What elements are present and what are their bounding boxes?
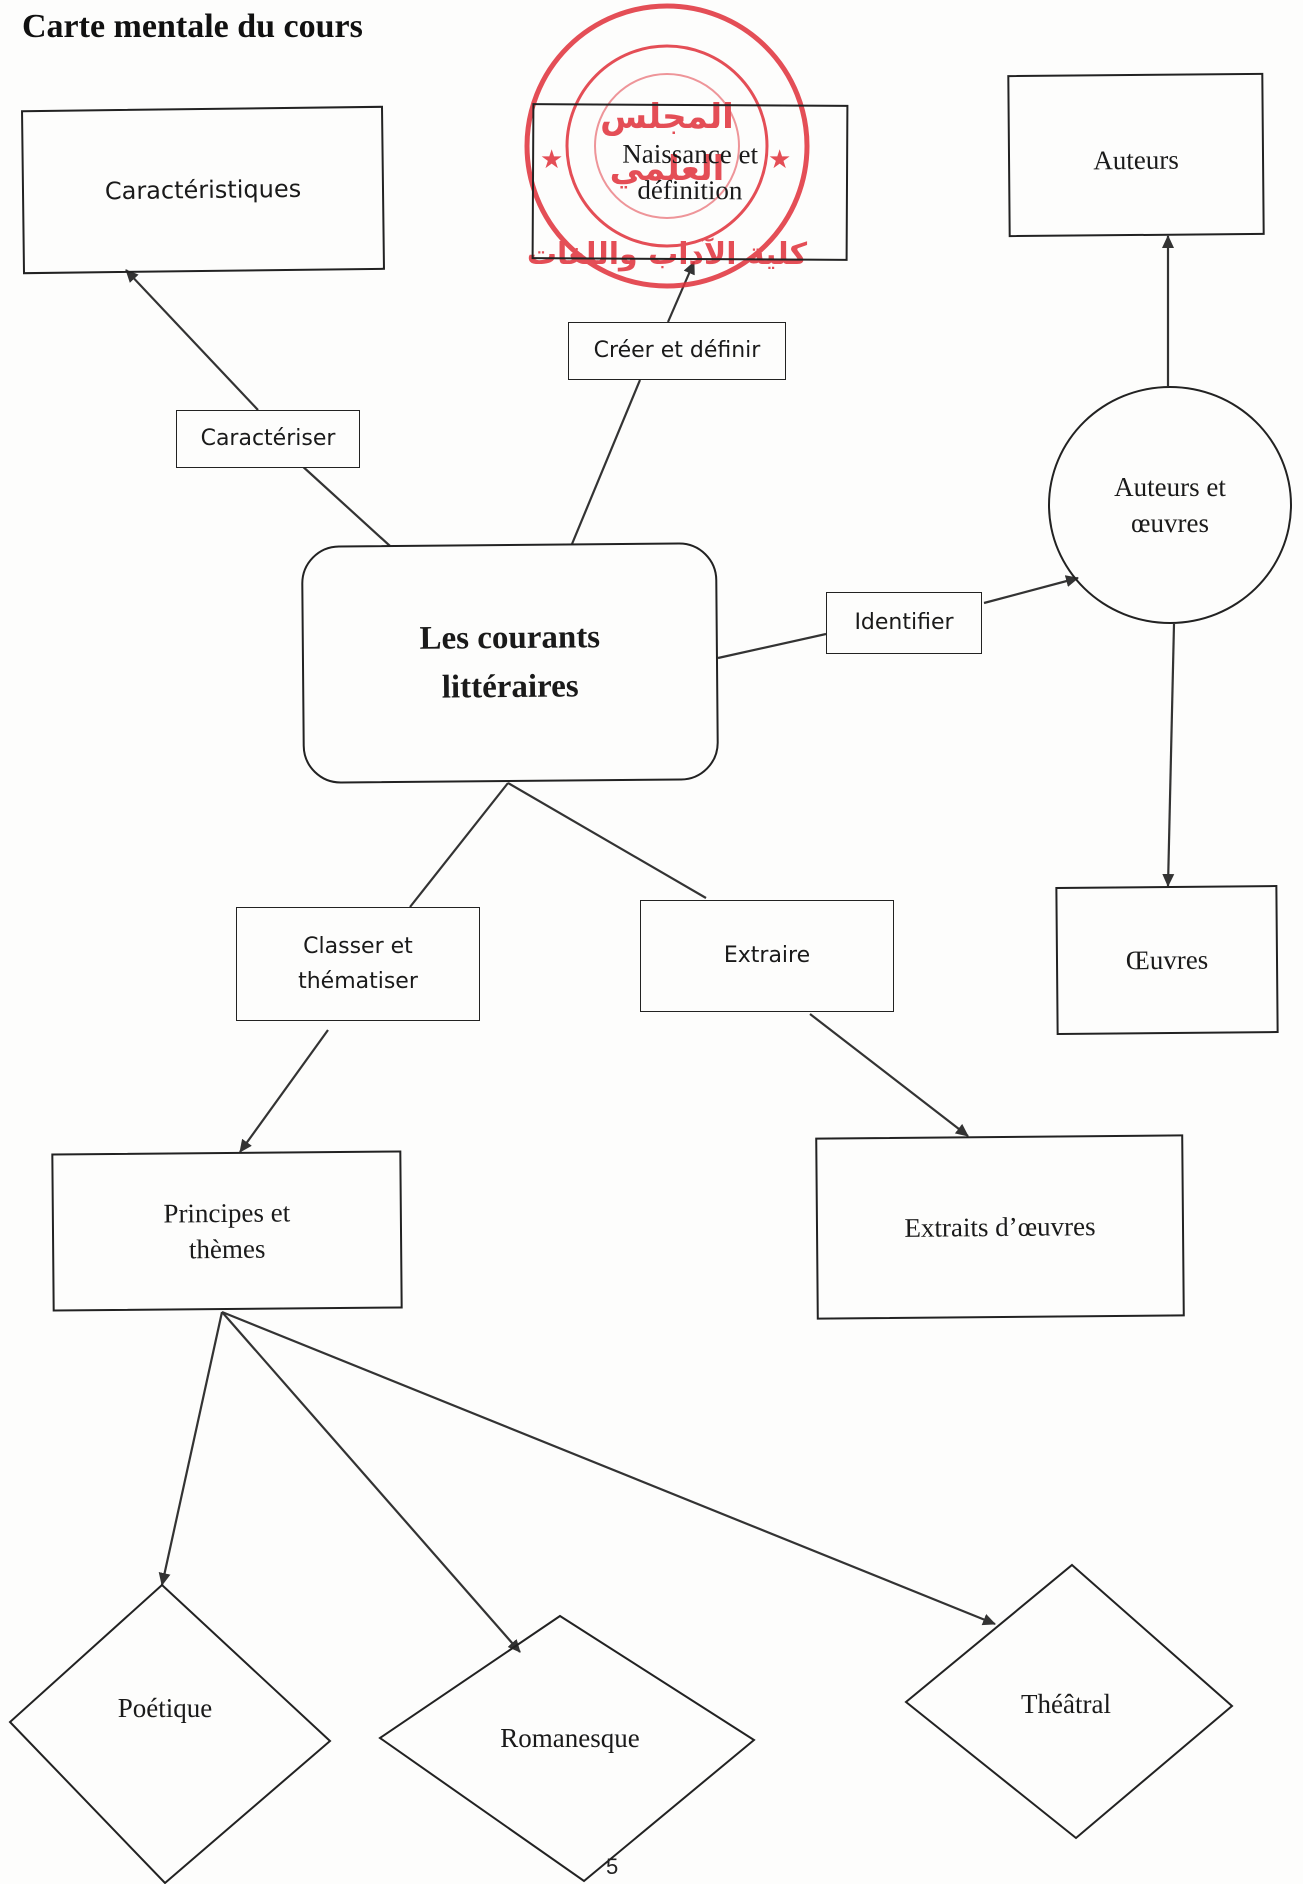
node-extraits-text: Extraits d’œuvres: [904, 1210, 1096, 1243]
stamp-text-1: المجلس: [600, 97, 734, 137]
node-naissance-line1: Naissance et: [622, 138, 759, 170]
central-line1: Les courants: [419, 618, 601, 657]
diamond-romanesque-label: Romanesque: [460, 1716, 680, 1760]
edge-label-classer-line2: thématiser: [298, 969, 418, 994]
edge-principes-theatral: [221, 1310, 996, 1626]
edge-central-classer: [409, 782, 509, 908]
diamond-theatral: [904, 1563, 1234, 1840]
node-extraits: Extraits d’œuvres: [815, 1134, 1185, 1320]
edge-caracteriser-caracteristiques: [125, 269, 259, 411]
node-principes: Principes et thèmes: [51, 1150, 403, 1312]
edge-identifier-auteurs-oeuvres: [983, 575, 1079, 605]
edge-extraire-extraits: [809, 1013, 969, 1137]
svg-text:★: ★: [768, 145, 791, 175]
edge-central-creer: [570, 379, 642, 545]
node-auteurs-oeuvres-line1: Auteurs et: [1114, 471, 1226, 502]
node-principes-line1: Principes et: [163, 1197, 291, 1229]
node-oeuvres: Œuvres: [1055, 885, 1279, 1035]
edge-classer-principes: [239, 1029, 329, 1153]
edge-central-identifier: [717, 632, 827, 660]
edge-central-caracteriser: [299, 463, 391, 547]
diamond-poetique-label: Poétique: [60, 1686, 270, 1730]
edge-label-identifier: Identifier: [826, 592, 982, 654]
edge-label-extraire-text: Extraire: [723, 943, 811, 969]
diamond-theatral-text: Théâtral: [1021, 1688, 1111, 1719]
diamond-romanesque-text: Romanesque: [500, 1722, 640, 1753]
edge-label-extraire: Extraire: [640, 900, 894, 1012]
edge-label-classer: Classer et thématiser: [236, 907, 480, 1021]
edge-auteurs-oeuvres-oeuvres: [1162, 623, 1176, 887]
node-auteurs-text: Auteurs: [1093, 144, 1179, 176]
edge-central-extraire: [507, 782, 707, 899]
diamond-theatral-label: Théâtral: [966, 1682, 1166, 1726]
diamond-romanesque: [378, 1614, 756, 1883]
diamond-poetique: [8, 1583, 332, 1884]
node-principes-line2: thèmes: [188, 1233, 266, 1265]
page-number: 5: [606, 1854, 619, 1879]
central-node: Les courants littéraires: [300, 542, 720, 784]
edge-label-classer-line1: Classer et: [303, 933, 413, 959]
stamp-text-2: العلمي: [610, 149, 725, 189]
edge-creer-naissance: [666, 261, 696, 323]
edge-label-caracteriser-text: Caractériser: [200, 426, 336, 452]
node-naissance: Naissance et définition: [531, 103, 849, 261]
node-naissance-line2: définition: [637, 175, 743, 206]
node-auteurs-oeuvres: Auteurs et œuvres: [1048, 386, 1292, 624]
official-stamp: ★ ★ المجلس العلمي كلية الآداب واللغات: [524, 3, 810, 289]
svg-text:★: ★: [540, 145, 563, 175]
node-auteurs: Auteurs: [1007, 72, 1265, 238]
diamond-poetique-text: Poétique: [117, 1692, 213, 1723]
node-caracteristiques-text: Caractéristiques: [104, 174, 302, 205]
edge-label-creer: Créer et définir: [568, 322, 786, 380]
page-title: Carte mentale du cours: [22, 8, 363, 45]
edge-principes-poetique: [158, 1311, 224, 1586]
edge-principes-romanesque: [221, 1311, 521, 1653]
node-auteurs-oeuvres-line2: œuvres: [1131, 508, 1209, 538]
edge-label-caracteriser: Caractériser: [176, 410, 360, 468]
edge-label-creer-text: Créer et définir: [593, 338, 761, 364]
stamp-text-3: كلية الآداب واللغات: [527, 237, 808, 272]
node-oeuvres-text: Œuvres: [1125, 944, 1209, 976]
central-line2: littéraires: [441, 668, 579, 706]
edge-label-identifier-text: Identifier: [854, 610, 954, 636]
node-caracteristiques: Caractéristiques: [21, 105, 385, 275]
